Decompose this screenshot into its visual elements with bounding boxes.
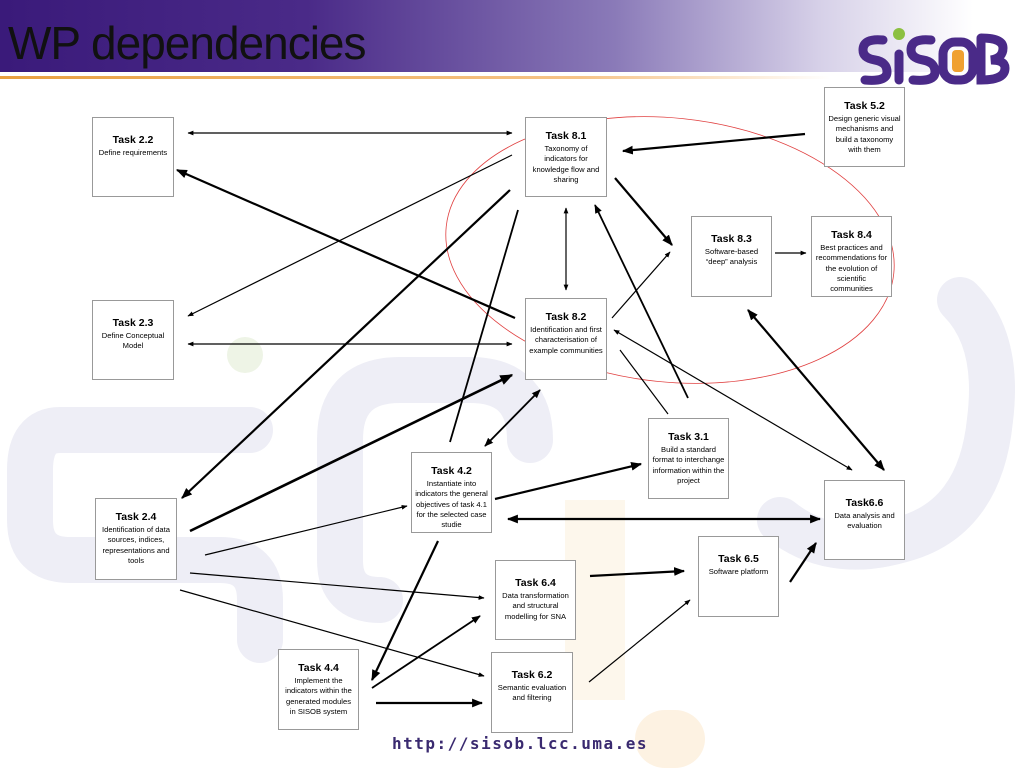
task-name: Task 6.4	[515, 577, 556, 589]
task-5-2: Task 5.2 Design generic visual mechanism…	[824, 87, 905, 167]
task-description: Software platform	[708, 567, 769, 576]
task-description: Implement the indicators within the gene…	[285, 676, 352, 716]
task-6-6: Task6.6 Data analysis and evaluation	[824, 480, 905, 560]
task-2-4: Task 2.4 Identification of data sources,…	[95, 498, 177, 580]
task-8-2: Task 8.2 Identification and first charac…	[525, 298, 607, 380]
arrow-24-81	[181, 189, 511, 499]
arrow-42-82	[484, 389, 541, 447]
task-6-4: Task 6.4 Data transformation and structu…	[495, 560, 576, 640]
task-name: Task 8.2	[545, 311, 587, 323]
task-name: Task 6.2	[511, 669, 553, 681]
task-4-4: Task 4.4 Implement the indicators within…	[278, 649, 359, 730]
arrow-52-81	[621, 132, 806, 155]
arrow-42-44	[371, 540, 439, 681]
task-description: Data analysis and evaluation	[834, 511, 895, 531]
arrow-42-81	[449, 209, 519, 443]
arrow-24-62	[179, 589, 485, 677]
task-name: Task 8.1	[545, 130, 587, 142]
title-bar	[0, 0, 1024, 72]
arrow-81-83	[614, 177, 673, 246]
task-name: Task 8.4	[831, 229, 872, 241]
arrow-44-64	[371, 615, 481, 689]
task-name: Task 6.5	[718, 553, 759, 565]
arrow-82-83	[611, 251, 671, 319]
task-2-2: Task 2.2 Define requirements	[92, 117, 174, 197]
task-name: Task 8.3	[711, 233, 752, 245]
arrow-84-66	[747, 309, 885, 471]
task-description: Define requirements	[98, 148, 168, 157]
task-name: Task 3.1	[668, 431, 709, 443]
task-name: Task 5.2	[844, 100, 885, 112]
task-description: Identification of data sources, indices,…	[102, 525, 170, 565]
task-description: Best practices and recommendations for t…	[815, 243, 888, 293]
task-description: Instantiate into indicators the general …	[415, 479, 488, 529]
task-2-3: Task 2.3 Define Conceptual Model	[92, 300, 174, 380]
task-name: Task 4.4	[298, 662, 339, 674]
arrow-64-65	[589, 567, 686, 578]
sisob-logo	[858, 28, 1010, 85]
task-6-5: Task 6.5 Software platform	[698, 536, 779, 617]
task-name: Task 2.2	[112, 134, 154, 146]
footer-url[interactable]: http://sisob.lcc.uma.es	[392, 734, 649, 753]
arrow-24-82	[189, 373, 514, 533]
task-8-4: Task 8.4 Best practices and recommendati…	[811, 216, 892, 297]
task-8-1: Task 8.1 Taxonomy of indicators for know…	[525, 117, 607, 197]
task-name: Task6.6	[845, 497, 884, 509]
task-description: Identification and first characterisatio…	[529, 325, 603, 355]
task-description: Build a standard format to interchange i…	[652, 445, 725, 485]
task-name: Task 2.4	[115, 511, 157, 523]
arrow-42-31	[494, 462, 643, 501]
title-underline	[0, 76, 830, 79]
arrow-24-42	[204, 504, 408, 556]
task-description: Semantic evaluation and filtering	[497, 683, 567, 703]
task-8-3: Task 8.3 Software-based “deep” analysis	[691, 216, 772, 297]
task-name: Task 4.2	[431, 465, 472, 477]
task-3-1: Task 3.1 Build a standard format to inte…	[648, 418, 729, 499]
task-description: Define Conceptual Model	[101, 331, 165, 351]
arrow-31-81	[594, 204, 689, 399]
task-name: Task 2.3	[112, 317, 154, 329]
slide-title: WP dependencies	[8, 17, 367, 69]
task-4-2: Task 4.2 Instantiate into indicators the…	[411, 452, 492, 533]
task-description: Design generic visual mechanisms and bui…	[828, 114, 901, 154]
arrow-22-82	[175, 168, 516, 320]
arrow-24-64	[189, 572, 485, 600]
arrow-81-23	[187, 154, 513, 317]
task-6-2: Task 6.2 Semantic evaluation and filteri…	[491, 652, 573, 733]
arrow-62-65	[588, 599, 691, 683]
task-description: Software-based “deep” analysis	[704, 247, 759, 267]
task-description: Data transformation and structural model…	[502, 591, 569, 621]
task-description: Taxonomy of indicators for knowledge flo…	[532, 144, 600, 184]
arrow-65-66	[789, 542, 817, 583]
